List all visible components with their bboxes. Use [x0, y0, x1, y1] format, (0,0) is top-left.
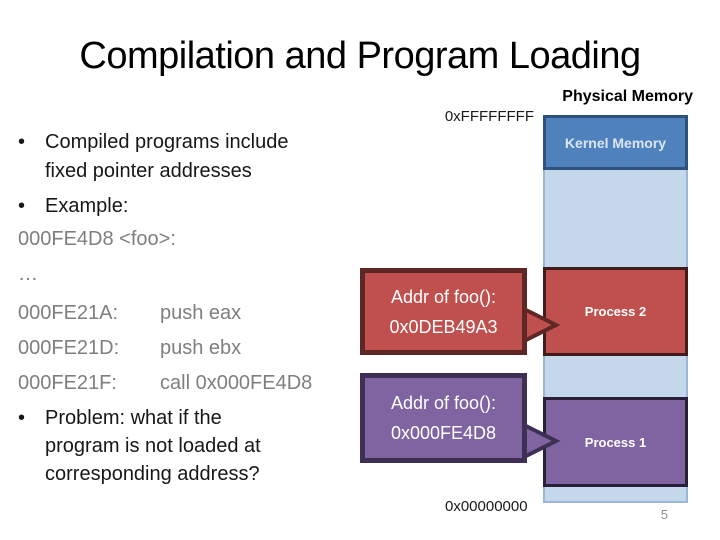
code-address: 000FE21F: [18, 372, 117, 394]
bullet-text-wrap: fixed pointer addresses [45, 160, 252, 182]
kernel-memory-label: Kernel Memory [564, 134, 667, 151]
code-address: 000FE21D: [18, 337, 120, 359]
callout-line2: 0x000FE4D8 [390, 423, 497, 443]
code-instruction: push eax [160, 302, 242, 324]
code-line-ellipsis: … [18, 263, 38, 285]
code-line: 000FE21A: push eax [18, 302, 241, 324]
bullet-icon: • [18, 407, 26, 429]
code-instruction: push ebx [160, 337, 242, 359]
bullet-line: • Compiled programs include [18, 131, 288, 153]
physical-memory-label: Physical Memory [562, 88, 693, 105]
page-number: 5 [660, 507, 668, 522]
bullet-icon: • [18, 195, 26, 217]
process1-segment: Process 1 [543, 397, 688, 487]
callout-pointer-red [521, 305, 561, 345]
bullet-line: • Example: [18, 195, 128, 217]
code-line: 000FE4D8 <foo>: [18, 228, 176, 250]
callout-pointer-purple [521, 421, 561, 461]
bullet-text-wrap: program is not loaded at [45, 435, 261, 457]
process2-label: Process 2 [584, 304, 647, 319]
process1-label: Process 1 [584, 434, 647, 450]
process2-segment: Process 2 [543, 267, 688, 356]
code-address: 000FE21A: [18, 302, 119, 324]
bullet-text: Example: [45, 195, 129, 217]
bullet-text: Problem: what if the [45, 407, 222, 429]
code-line: 000FE21D: push ebx [18, 337, 241, 359]
callout-addr-foo-process1: Addr of foo(): 0x000FE4D8 [360, 373, 527, 463]
callout-line2: 0x0DEB49A3 [389, 316, 498, 337]
address-top-label: 0xFFFFFFFF [444, 108, 534, 125]
callout-addr-foo-process2: Addr of foo(): 0x0DEB49A3 [360, 268, 527, 355]
address-bottom-label: 0x00000000 [445, 498, 528, 515]
bullet-text: Compiled programs include [45, 131, 289, 153]
bullet-text-wrap: corresponding address? [45, 463, 260, 485]
bullet-line: • Problem: what if the [18, 407, 222, 429]
callout-line1: Addr of foo(): [390, 286, 497, 307]
code-line: 000FE21F: call 0x000FE4D8 [18, 372, 312, 394]
kernel-memory-segment: Kernel Memory [543, 115, 688, 170]
bullet-icon: • [18, 131, 26, 153]
code-instruction: call 0x000FE4D8 [160, 372, 313, 394]
slide-title: Compilation and Program Loading [79, 35, 641, 77]
callout-line1: Addr of foo(): [390, 393, 497, 413]
